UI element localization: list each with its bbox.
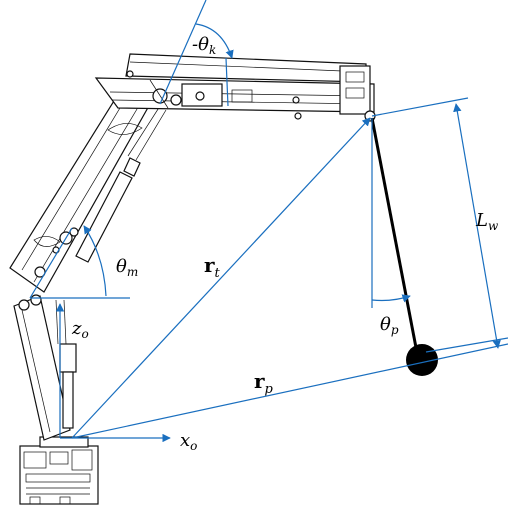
boom-axis-line (29, 227, 73, 299)
label-theta-m: θm (116, 256, 138, 279)
theta-m-arc (83, 225, 107, 297)
main-boom (9, 87, 151, 293)
label-r-t: rt (204, 253, 221, 281)
boom-cylinder (75, 105, 167, 263)
kinematic-lines (29, 0, 508, 443)
label-L-w: Lw (475, 210, 499, 233)
theta-k-arc (195, 23, 234, 59)
label-theta-p: θp (380, 314, 399, 337)
crane-base (19, 436, 99, 505)
vector-r-t (71, 117, 371, 439)
theta-p-arc (371, 294, 411, 303)
label-r-p: rp (254, 369, 274, 397)
winch-wire (370, 117, 420, 359)
lw-dimension-line (453, 103, 501, 349)
knuckle-reference-line (159, 0, 207, 105)
labels: -θk θm rt θp rp Lw zo xo (71, 34, 499, 453)
vector-r-p (71, 343, 508, 439)
lw-extension-bottom (425, 337, 508, 353)
knuckle-vertical-line (225, 57, 229, 107)
pendulum (370, 117, 438, 376)
label-theta-k: -θk (192, 34, 216, 57)
outer-boom (94, 53, 376, 122)
label-x-o: xo (180, 430, 197, 453)
lw-extension-top (371, 97, 469, 117)
payload-mass (406, 344, 438, 376)
label-z-o: zo (71, 318, 89, 341)
